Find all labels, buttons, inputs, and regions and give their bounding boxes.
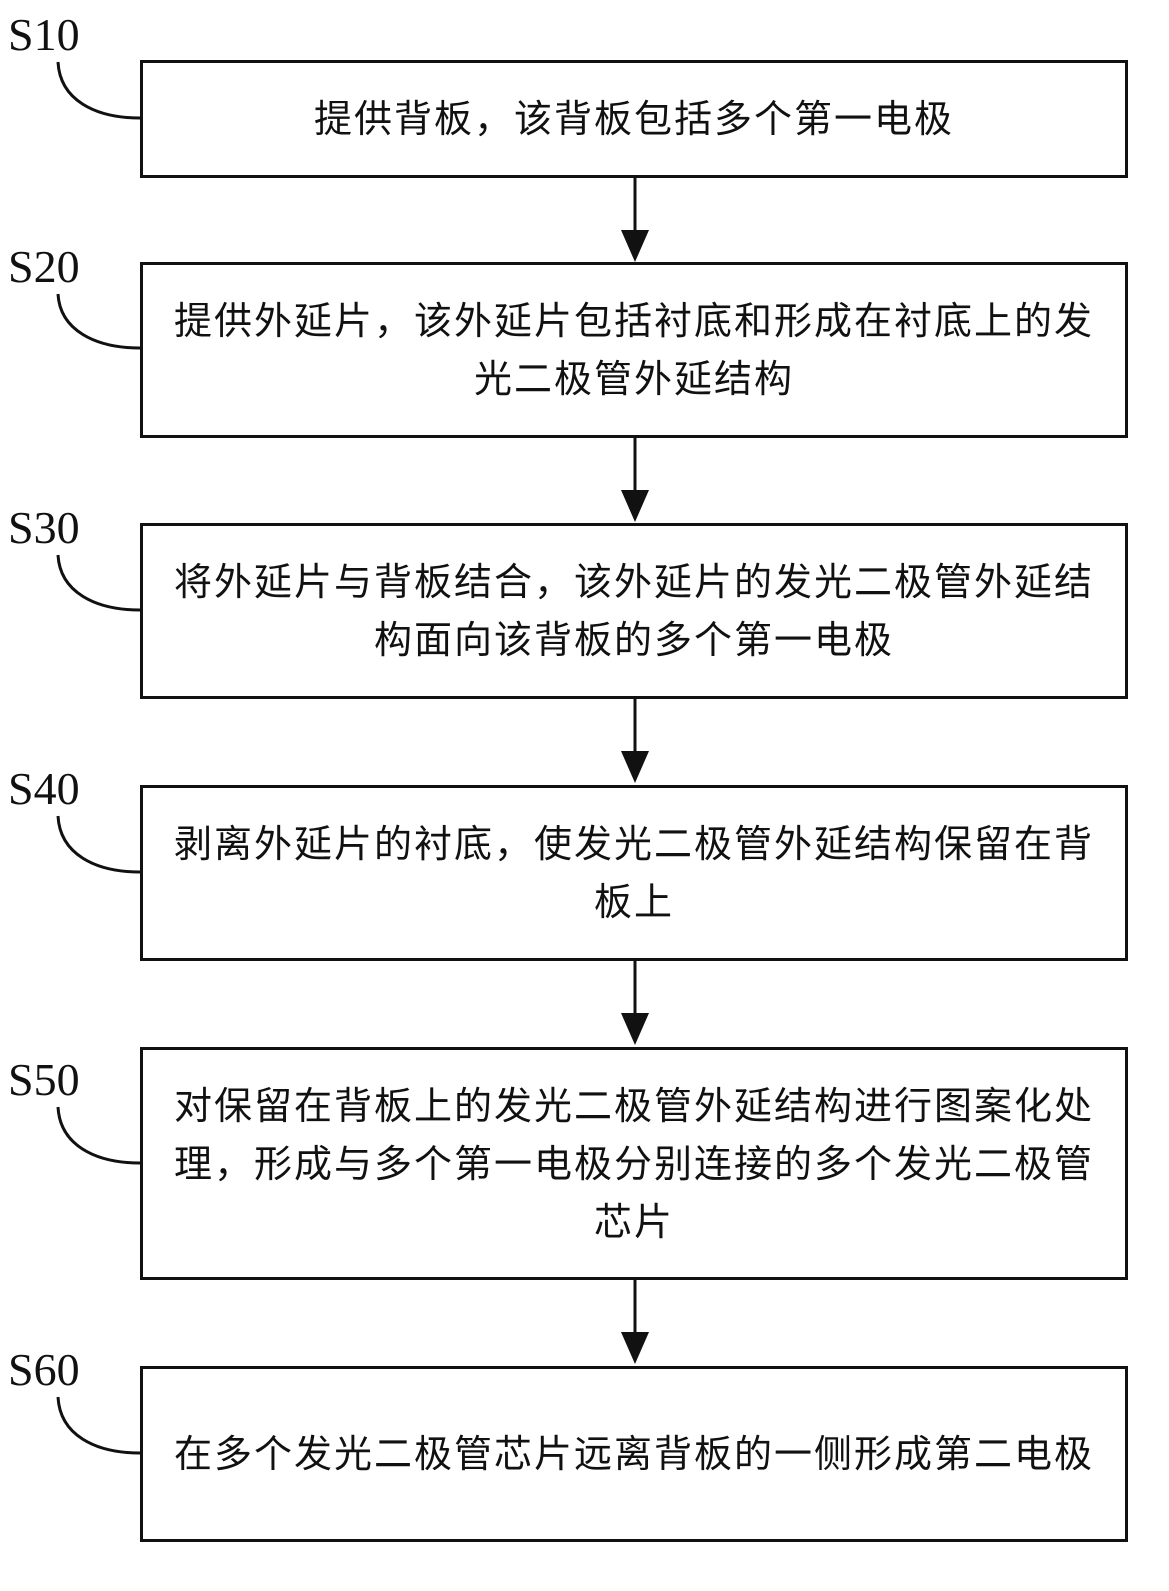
step-box-s60: 在多个发光二极管芯片远离背板的一侧形成第二电极 xyxy=(140,1366,1128,1542)
step-box-s30: 将外延片与背板结合，该外延片的发光二极管外延结构面向该背板的多个第一电极 xyxy=(140,523,1128,699)
step-text-s60: 在多个发光二极管芯片远离背板的一侧形成第二电极 xyxy=(174,1425,1094,1483)
step-label-s30: S30 xyxy=(8,505,80,551)
step-label-s20: S20 xyxy=(8,244,80,290)
step-label-s50: S50 xyxy=(8,1057,80,1103)
step-text-s20: 提供外延片，该外延片包括衬底和形成在衬底上的发光二极管外延结构 xyxy=(164,292,1104,408)
step-text-s40: 剥离外延片的衬底，使发光二极管外延结构保留在背板上 xyxy=(164,815,1104,931)
arrow-s30-s40 xyxy=(600,699,670,789)
arrow-s40-s50 xyxy=(600,961,670,1051)
step-box-s40: 剥离外延片的衬底，使发光二极管外延结构保留在背板上 xyxy=(140,785,1128,961)
step-box-s20: 提供外延片，该外延片包括衬底和形成在衬底上的发光二极管外延结构 xyxy=(140,262,1128,438)
step-label-s60: S60 xyxy=(8,1347,80,1393)
step-text-s50: 对保留在背板上的发光二极管外延结构进行图案化处理，形成与多个第一电极分别连接的多… xyxy=(164,1077,1104,1251)
step-text-s10: 提供背板，该背板包括多个第一电极 xyxy=(314,90,954,148)
step-box-s10: 提供背板，该背板包括多个第一电极 xyxy=(140,60,1128,178)
step-label-s10: S10 xyxy=(8,12,80,58)
step-text-s30: 将外延片与背板结合，该外延片的发光二极管外延结构面向该背板的多个第一电极 xyxy=(164,553,1104,669)
step-box-s50: 对保留在背板上的发光二极管外延结构进行图案化处理，形成与多个第一电极分别连接的多… xyxy=(140,1047,1128,1280)
arrow-s50-s60 xyxy=(600,1280,670,1370)
step-label-s40: S40 xyxy=(8,766,80,812)
arrow-s20-s30 xyxy=(600,438,670,528)
arrow-s10-s20 xyxy=(600,178,670,268)
